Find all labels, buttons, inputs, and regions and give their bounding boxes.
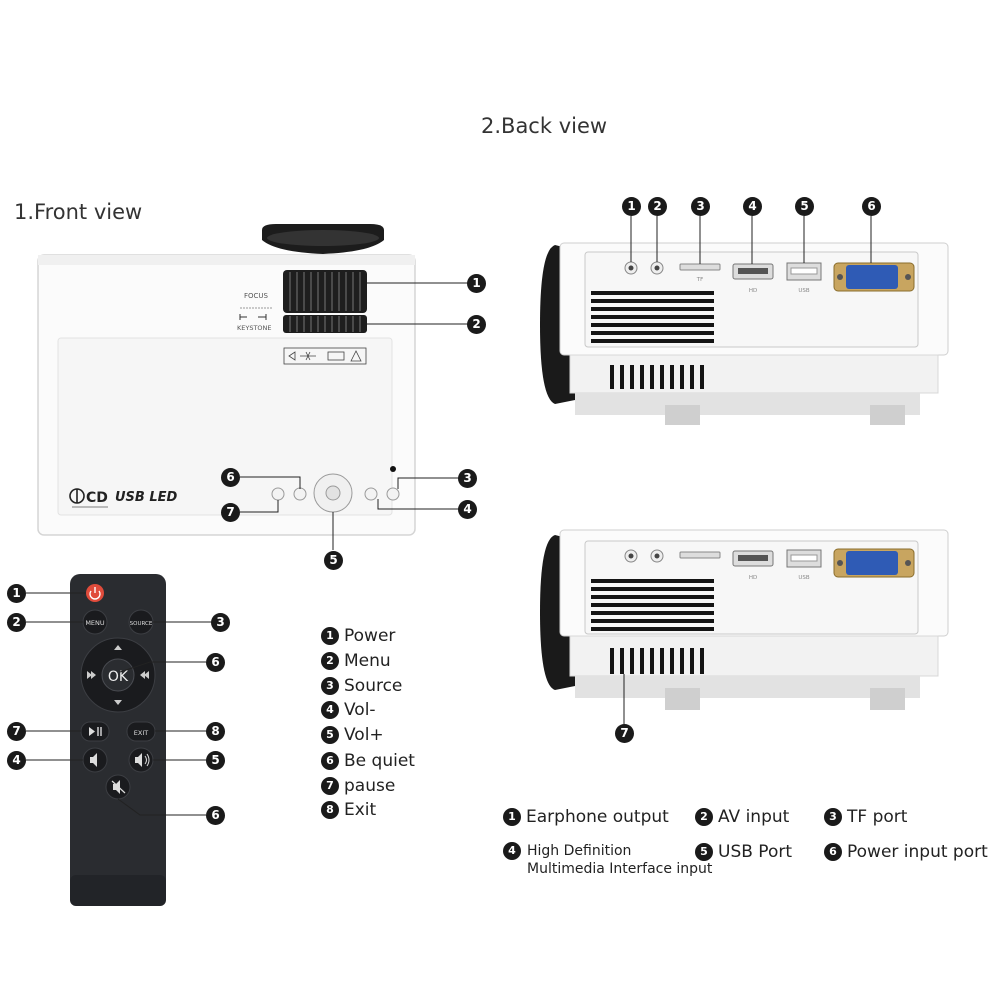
remote-source-label: SOURCE: [130, 621, 153, 627]
keystone-label: KEYSTONE: [237, 324, 272, 332]
hdmi-port: [732, 263, 774, 280]
usb-port: [786, 262, 822, 281]
front-button-power: [386, 487, 400, 501]
callout-back-7: 7: [615, 724, 634, 743]
front-view-heading: 1.Front view: [14, 200, 143, 224]
callout-front-2: 2: [467, 315, 486, 334]
callout-front-5: 5: [324, 551, 343, 570]
hdmi-port-label: HD: [749, 288, 757, 294]
front-button-mute: [293, 487, 307, 501]
callout-remote-6a: 6: [206, 653, 225, 672]
callout-back-2: 2: [648, 197, 667, 216]
remote-menu-label: MENU: [85, 619, 105, 627]
brand-logo: CD: [69, 488, 108, 508]
keystone-ring: [283, 315, 367, 333]
brand-mark-text: CD: [86, 490, 108, 506]
rear-vent-grille: [591, 291, 714, 343]
callout-remote-1: 1: [7, 584, 26, 603]
callout-remote-8: 8: [206, 722, 225, 741]
focus-label: FOCUS: [244, 292, 269, 300]
tf-slot-2: [679, 551, 721, 559]
callout-remote-5: 5: [206, 751, 225, 770]
tf-port-label: TF: [696, 277, 704, 283]
vga-port-2: [833, 548, 915, 578]
callout-front-7: 7: [221, 503, 240, 522]
back-view-diagram: TF HD USB: [540, 216, 949, 425]
remote-dpad: [80, 637, 156, 713]
back-view-diagram-2: HD USB: [540, 529, 949, 724]
remote-exit-label: EXIT: [134, 729, 148, 737]
keystone-arrows-icon: [239, 314, 267, 320]
rear-vent-grille-2: [591, 579, 714, 631]
remote-ok-label: OK: [108, 669, 129, 685]
back-view-heading: 2.Back view: [481, 114, 608, 138]
usb-port-2: [786, 549, 822, 568]
lower-vent-grille-2: [610, 648, 704, 674]
tf-slot: [679, 263, 721, 271]
callout-back-5: 5: [795, 197, 814, 216]
projector-lens: [262, 224, 384, 254]
callout-back-4: 4: [743, 197, 762, 216]
remote-mute-button: [105, 774, 131, 800]
front-leader-lines: [240, 282, 470, 550]
ir-sensor: [390, 466, 396, 472]
earphone-jack-2: [624, 549, 638, 563]
laser-warning-label: [283, 347, 367, 365]
front-button-vol-down: [364, 487, 378, 501]
legend-hdmi-input: 4 High Definition Multimedia Interface i…: [503, 842, 712, 882]
callout-remote-2: 2: [7, 613, 26, 632]
callout-front-6: 6: [221, 468, 240, 487]
callout-remote-6b: 6: [206, 806, 225, 825]
remote-play-pause-button: [80, 721, 110, 742]
remote-vol-up-button: [128, 747, 154, 773]
callout-remote-4: 4: [7, 751, 26, 770]
brand-text: USB LED: [115, 490, 178, 505]
callout-back-1: 1: [622, 197, 641, 216]
focus-ring: [283, 270, 367, 313]
remote-power-button: [86, 584, 104, 602]
callout-remote-7: 7: [7, 722, 26, 741]
hdmi-port-label-2: HD: [749, 575, 757, 581]
remote-leader-lines: [26, 592, 212, 816]
av-jack-2: [650, 549, 664, 563]
callout-front-3: 3: [458, 469, 477, 488]
remote-control-diagram: MENU SOURCE OK EXIT: [26, 574, 212, 906]
callout-front-1: 1: [467, 274, 486, 293]
hdmi-port-2: [732, 550, 774, 567]
callout-remote-3: 3: [211, 613, 230, 632]
back-leader-lines: [630, 216, 872, 264]
callout-back-6: 6: [862, 197, 881, 216]
earphone-jack: [624, 261, 638, 275]
remote-vol-down-button: [82, 747, 108, 773]
front-view-diagram: FOCUS KEYSTONE CD USB LED: [37, 224, 470, 550]
callout-back-3: 3: [691, 197, 710, 216]
front-button-pause: [271, 487, 285, 501]
usb-port-label: USB: [798, 288, 810, 294]
usb-port-label-2: USB: [798, 575, 810, 581]
vga-port: [833, 262, 915, 292]
av-jack: [650, 261, 664, 275]
front-dpad: [313, 473, 353, 513]
callout-front-4: 4: [458, 500, 477, 519]
lower-vent-grille: [610, 365, 704, 389]
